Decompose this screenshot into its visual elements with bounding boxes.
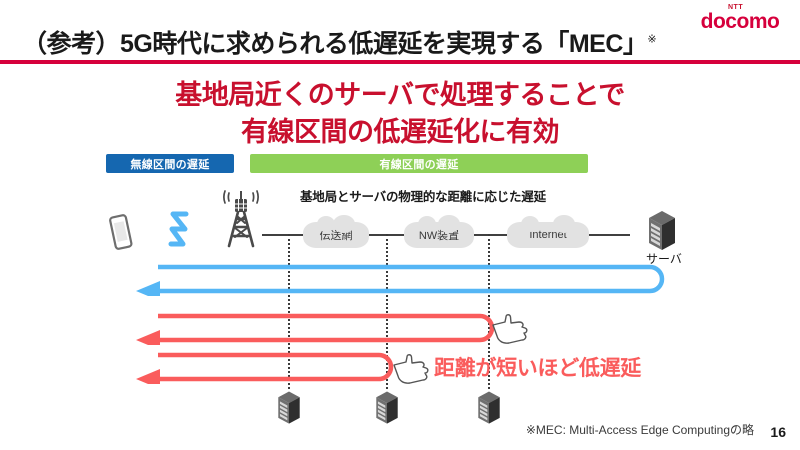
footnote: ※MEC: Multi-Access Edge Computingの略 <box>525 423 754 437</box>
title-divider <box>0 60 800 64</box>
server-rack-icon-endpoint <box>645 210 679 257</box>
title-reference-mark: ※ <box>647 33 657 46</box>
legend-wireless-delay: 無線区間の遅延 <box>106 154 234 173</box>
short-distance-annotation: 距離が短いほど低遅延 <box>434 357 641 380</box>
node-nw-equipment: NW装置 <box>404 215 474 248</box>
page-number: 16 <box>770 424 786 440</box>
wireless-signal-icon <box>165 210 195 255</box>
headline-line-2: 有線区間の低遅延化に有効 <box>241 117 560 147</box>
pointing-hand-icon-upper <box>489 312 531 353</box>
logo-ntt-text: NTT <box>728 4 744 11</box>
headline-line-1: 基地局近くのサーバで処理することで <box>175 80 625 110</box>
endpoint-server-label: サーバ <box>646 252 682 266</box>
drop-line-nw <box>386 234 388 389</box>
pointing-hand-icon-lower <box>390 352 432 393</box>
node-internet: Internet <box>507 215 589 248</box>
cell-tower-icon <box>216 190 266 253</box>
smartphone-icon <box>108 213 134 258</box>
node-internet-label: Internet <box>529 229 567 241</box>
page-title-text: （参考）5G時代に求められる低遅延を実現する「MEC」 <box>22 30 648 58</box>
logo-wordmark-text: docomo <box>700 10 780 33</box>
arrow-mec-midpoint-roundtrip <box>128 311 528 350</box>
chain-caption: 基地局とサーバの物理的な距離に応じた遅延 <box>300 190 546 204</box>
server-rack-icon-internet <box>475 390 503 431</box>
arrow-internet-roundtrip <box>128 262 680 301</box>
node-transport-network: 伝送網 <box>303 215 369 248</box>
server-rack-icon-transport <box>275 390 303 431</box>
drop-line-internet <box>488 234 490 389</box>
legend-wireless-label: 無線区間の遅延 <box>130 158 210 171</box>
docomo-logo: NTT docomo <box>694 4 786 34</box>
node-nw-equipment-label: NW装置 <box>418 230 460 242</box>
node-transport-network-label: 伝送網 <box>319 230 353 242</box>
drop-line-transport <box>288 234 290 389</box>
legend-wired-label: 有線区間の遅延 <box>379 158 459 171</box>
page-title: （参考）5G時代に求められる低遅延を実現する「MEC」※ <box>22 24 722 60</box>
arrow-mec-near-roundtrip <box>128 350 428 389</box>
legend-wired-delay: 有線区間の遅延 <box>250 154 588 173</box>
server-rack-icon-nw <box>373 390 401 431</box>
